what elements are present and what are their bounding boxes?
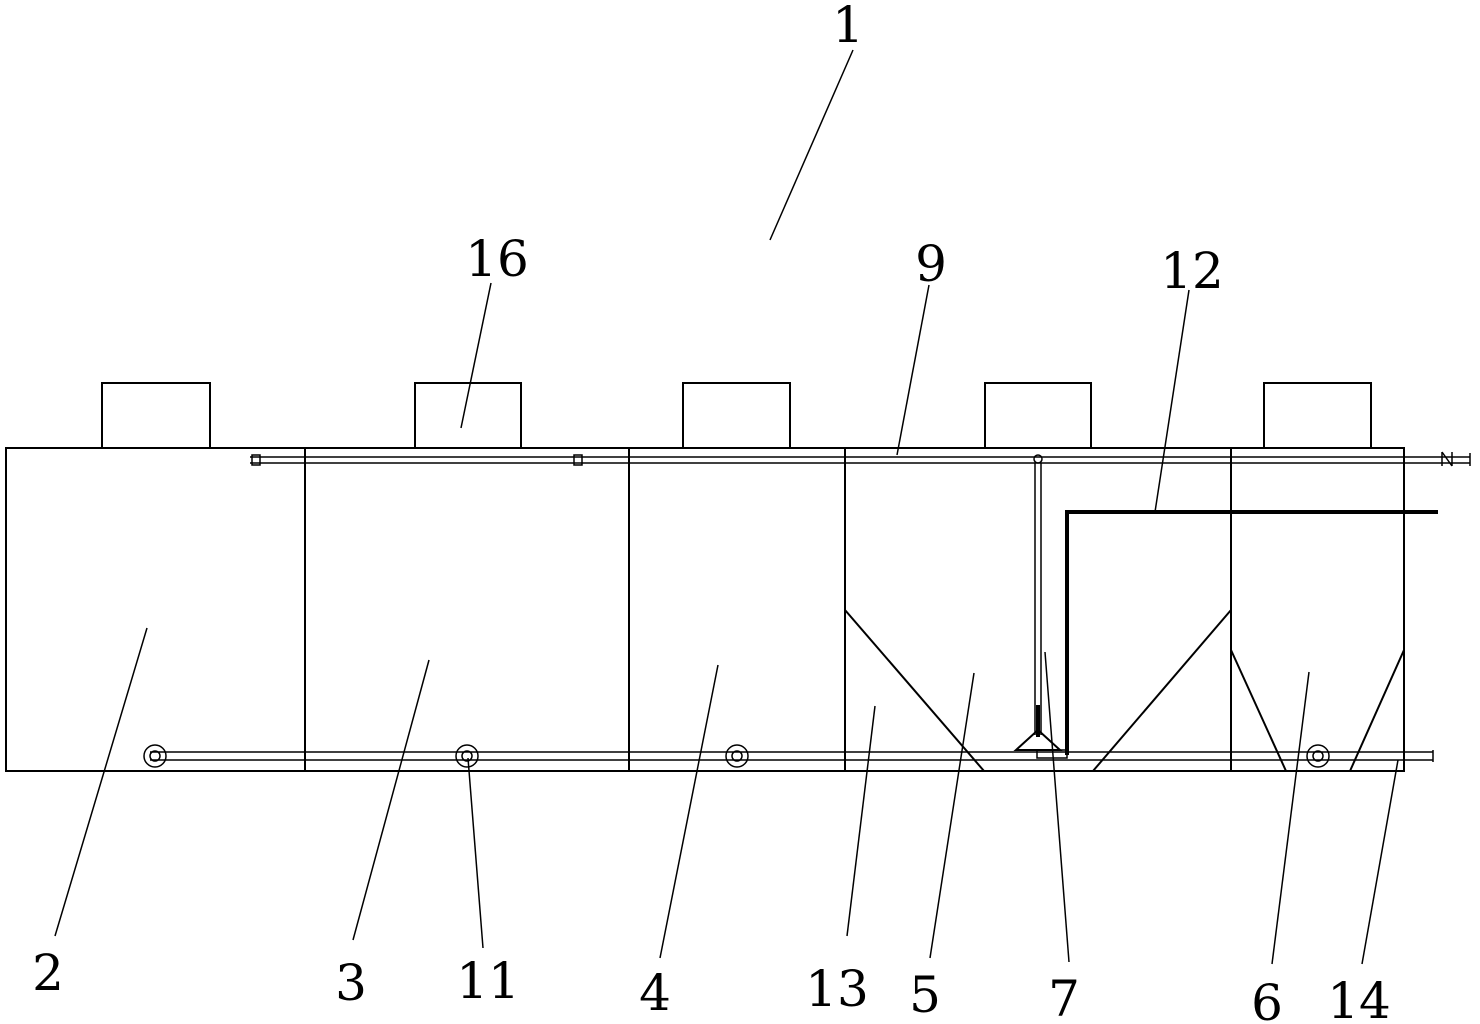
bottom-pipe xyxy=(150,750,1434,762)
label-5: 5 xyxy=(909,966,941,1024)
hopper-slopes xyxy=(844,609,1405,772)
label-7: 7 xyxy=(1048,970,1080,1024)
top-covers xyxy=(101,382,1372,448)
label-14: 14 xyxy=(1327,972,1391,1024)
label-4: 4 xyxy=(639,964,671,1022)
label-9: 9 xyxy=(915,235,947,293)
tank-body xyxy=(5,447,1405,772)
outlet-pipe xyxy=(1065,510,1438,755)
label-2: 2 xyxy=(32,944,64,1002)
aeration-diffusers xyxy=(143,744,1330,768)
compartment-dividers xyxy=(304,448,1232,771)
label-11: 11 xyxy=(456,952,520,1010)
top-pipe xyxy=(250,451,1471,467)
label-13: 13 xyxy=(805,960,869,1018)
labels: 1 16 9 12 2 3 11 4 13 5 7 6 14 xyxy=(32,0,1391,1024)
label-16: 16 xyxy=(465,230,529,288)
label-1: 1 xyxy=(832,0,864,54)
central-pipe xyxy=(1013,463,1068,759)
label-3: 3 xyxy=(335,954,367,1012)
label-6: 6 xyxy=(1251,974,1283,1024)
label-12: 12 xyxy=(1160,242,1224,300)
leader-lines xyxy=(54,49,1399,965)
